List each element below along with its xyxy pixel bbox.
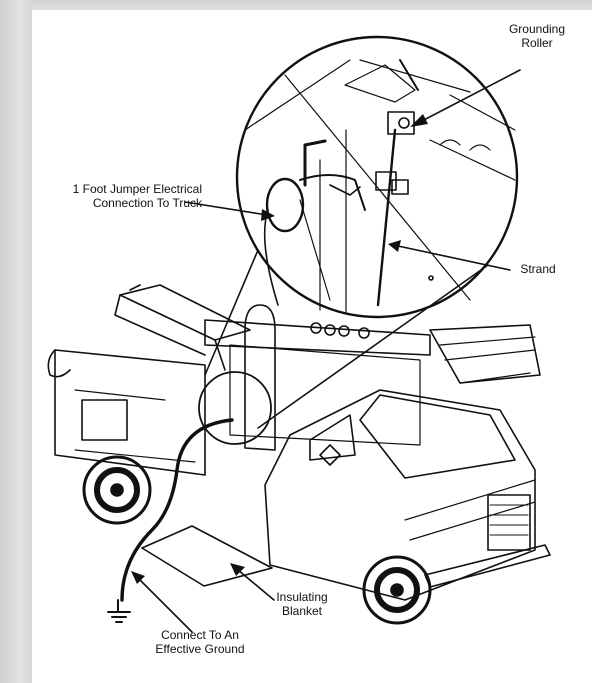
- strand-line: [376, 128, 397, 307]
- label-effective-ground: Connect To An Effective Ground: [155, 628, 245, 656]
- ground-cable: [120, 418, 234, 602]
- magnifier-tangent-right: [257, 264, 489, 429]
- bucket-basket: [429, 324, 541, 384]
- arrow-strand: [397, 245, 511, 271]
- magnifier-tangent-left: [204, 249, 259, 376]
- truck-rear-body: [54, 349, 206, 476]
- insulating-blanket: [141, 525, 273, 587]
- arrow-jumper: [184, 201, 268, 216]
- front-wheel: [362, 555, 432, 625]
- border-top: [0, 0, 592, 10]
- arrow-effective-ground: [137, 577, 193, 633]
- label-insulating-blanket: Insulating Blanket: [276, 590, 328, 618]
- label-jumper-connection: 1 Foot Jumper Electrical Connection To T…: [72, 182, 202, 210]
- grounding-roller-bracket: [387, 111, 415, 135]
- detail-reference-circle: [198, 371, 272, 445]
- boom-pedestal: [244, 304, 276, 451]
- label-strand: Strand: [520, 262, 556, 276]
- rear-wheel: [82, 455, 152, 525]
- bucket-truck: [47, 284, 551, 601]
- truck-side-window: [309, 414, 356, 461]
- jumper-loop: [265, 177, 305, 233]
- truck-deck: [204, 319, 431, 356]
- magnified-detail: [204, 35, 519, 429]
- truck-grille: [487, 494, 531, 551]
- arrow-grounding-roller: [419, 69, 521, 123]
- truck-windshield: [359, 394, 516, 479]
- magnifier-circle: [235, 35, 519, 319]
- label-grounding-roller: Grounding Roller: [508, 22, 566, 50]
- truck-cab: [264, 389, 536, 601]
- border-left: [0, 0, 32, 683]
- arrow-insulating-blanket: [237, 569, 275, 601]
- boom-arm: [119, 284, 251, 341]
- ground-symbol: [107, 599, 131, 623]
